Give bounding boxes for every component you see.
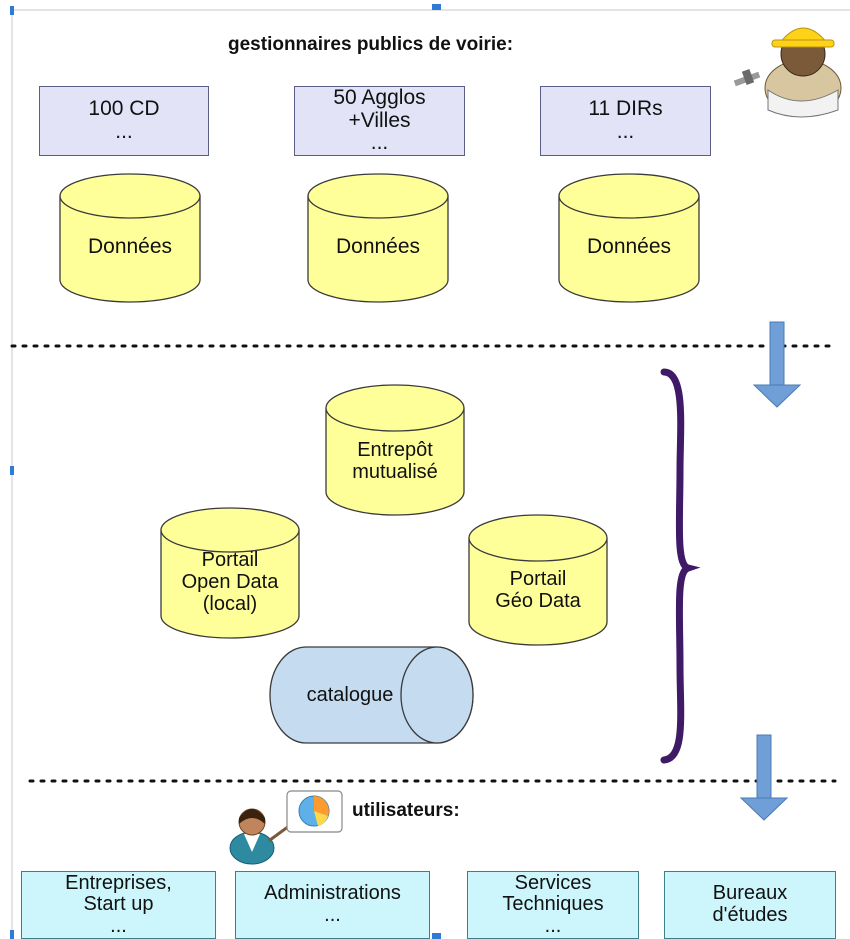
source-box-line: ... — [115, 120, 133, 143]
user-box-line: d'études — [712, 904, 788, 926]
selection-handle[interactable] — [432, 933, 441, 939]
source-box-line: 11 DIRs — [588, 97, 663, 121]
source-db-label: Données — [335, 235, 421, 259]
source-box-cd: 100 CD ... — [39, 86, 209, 156]
geodata-label: Portail Géo Data — [469, 565, 607, 615]
selection-handle[interactable] — [10, 930, 14, 939]
user-box-line: ... — [110, 914, 127, 937]
source-box-dirs: 11 DIRs ... — [540, 86, 711, 156]
user-box-line: Services — [514, 871, 592, 894]
entrepot-cylinder — [325, 384, 465, 516]
selection-handle[interactable] — [10, 466, 14, 475]
presenter-icon — [229, 808, 302, 865]
opendata-line: (local) — [202, 593, 258, 615]
catalogue-cylinder — [269, 646, 474, 744]
entrepot-line: Entrepôt — [357, 439, 433, 461]
source-box-line: +Villes — [348, 108, 411, 132]
section-title-users: utilisateurs: — [352, 800, 460, 821]
source-box-line: ... — [616, 120, 635, 143]
geodata-line: Portail — [509, 568, 567, 590]
source-db-label: Données — [87, 235, 173, 259]
user-box-line: ... — [544, 914, 562, 937]
geodata-cylinder — [468, 514, 608, 646]
catalogue-label: catalogue — [306, 684, 394, 706]
source-db-label: Données — [586, 235, 672, 259]
source-box-line: 50 Agglos — [333, 86, 426, 109]
user-box-line: Entreprises, — [65, 871, 172, 894]
source-box-line: ... — [370, 131, 389, 155]
user-box-line: Administrations — [264, 882, 401, 905]
user-box-entreprises: Entreprises, Start up ... — [21, 871, 216, 939]
pie-chart-icon — [286, 790, 343, 833]
arrow-down-icon — [752, 321, 802, 408]
opendata-label: Portail Open Data (local) — [161, 542, 299, 622]
opendata-line: Open Data — [181, 571, 279, 593]
source-db-cylinder-3 — [558, 173, 700, 303]
opendata-cylinder — [160, 507, 300, 639]
selection-handle[interactable] — [432, 4, 441, 10]
section-title-managers: gestionnaires publics de voirie: — [228, 34, 514, 55]
opendata-line: Portail — [201, 549, 259, 571]
user-box-line: Bureaux — [712, 882, 788, 905]
source-box-line: 100 CD — [88, 97, 160, 121]
entrepot-line: mutualisé — [352, 461, 438, 483]
user-box-line: ... — [324, 904, 341, 926]
user-box-line: Techniques — [502, 893, 604, 916]
user-box-services: Services Techniques ... — [467, 871, 639, 939]
geodata-line: Géo Data — [495, 590, 581, 612]
source-db-cylinder-2 — [307, 173, 449, 303]
selection-handle[interactable] — [10, 6, 14, 15]
curly-brace-icon — [660, 368, 701, 764]
source-db-cylinder-1 — [59, 173, 201, 303]
user-box-administrations: Administrations ... — [235, 871, 430, 939]
source-box-agglos: 50 Agglos +Villes ... — [294, 86, 465, 156]
user-box-bureaux: Bureaux d'études — [664, 871, 836, 939]
arrow-down-icon — [739, 734, 789, 821]
entrepot-label: Entrepôt mutualisé — [326, 436, 464, 486]
user-box-line: Start up — [83, 893, 154, 916]
construction-worker-icon — [733, 27, 842, 118]
